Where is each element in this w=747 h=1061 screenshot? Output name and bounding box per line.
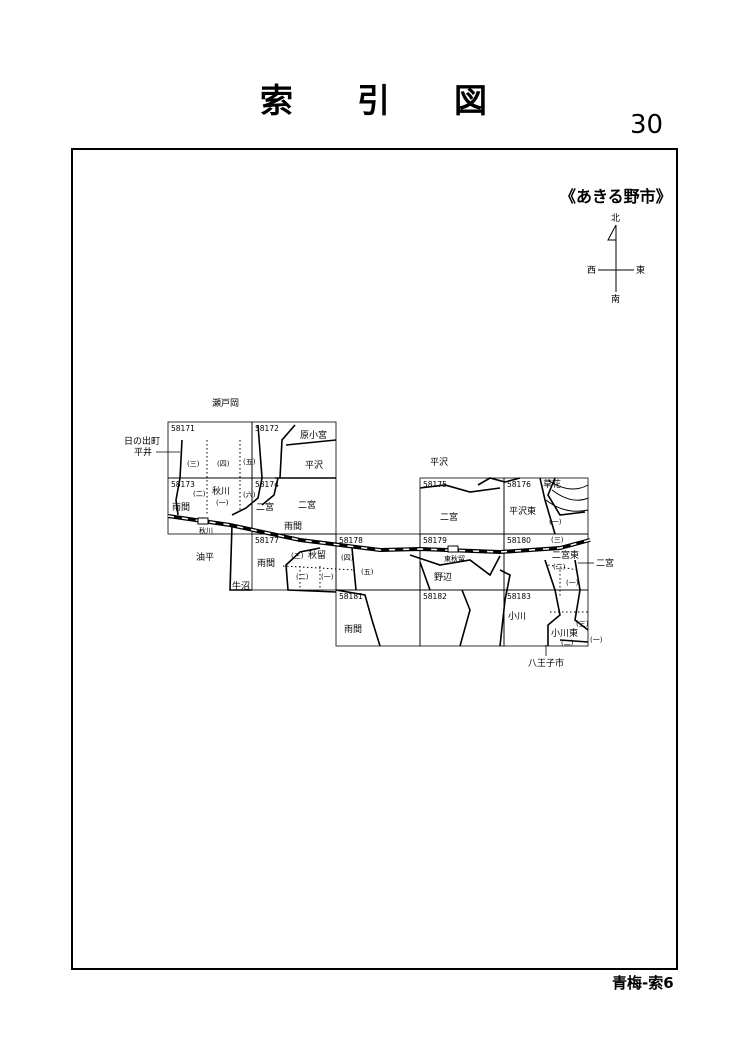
compass-south: 南: [611, 293, 620, 305]
sub-label: (六): [243, 490, 256, 499]
area-label: 秋川: [212, 485, 230, 497]
area-label: 野辺: [434, 572, 452, 583]
sub-label: (一): [549, 518, 562, 526]
sub-label: (二): [193, 490, 206, 498]
sub-label: (三): [576, 620, 589, 628]
area-label: 雨間: [257, 558, 275, 569]
page-title: 索引図: [260, 81, 551, 120]
sheet-number: 58183: [507, 592, 531, 601]
area-label: 雨間: [172, 502, 190, 513]
sub-label: (三): [551, 536, 564, 544]
sub-label: (二): [296, 573, 309, 581]
sub-label: (二): [553, 563, 566, 571]
place-label: 八王子市: [528, 657, 564, 669]
place-label: 瀬戸岡: [212, 397, 239, 409]
sub-label: (一): [566, 579, 579, 587]
area-label: 原小宮: [300, 429, 327, 441]
river: [545, 479, 589, 512]
sheet-number: 58172: [255, 424, 279, 433]
place-label: 油平: [196, 551, 214, 563]
station-label: 東秋留: [444, 554, 465, 563]
sheet-number: 58181: [339, 592, 363, 601]
compass-east: 東: [636, 264, 645, 276]
area-label: 二宮: [440, 511, 458, 523]
sub-label: (五): [361, 568, 374, 576]
place-label: 日の出町: [124, 435, 160, 447]
sheet-number: 58173: [171, 480, 195, 489]
sheet-number: 58176: [507, 480, 531, 489]
area-label: 雨間: [284, 521, 302, 532]
area-label: 二宮: [256, 501, 274, 513]
area-label: 草花: [543, 478, 561, 490]
sheet-number: 58182: [423, 592, 447, 601]
sub-label: (四): [217, 460, 230, 468]
compass-rose: [598, 224, 634, 292]
area-label: 平沢: [305, 459, 323, 471]
area-label: 平沢東: [509, 505, 536, 517]
sheet-number: 58174: [255, 480, 279, 489]
area-label: 雨間: [344, 624, 362, 635]
map-frame: [71, 148, 678, 970]
sub-label: (二): [561, 639, 574, 647]
area-label: 秋留: [308, 549, 326, 561]
river-label: 秋川: [199, 526, 213, 535]
dotted-boundaries: [182, 440, 588, 613]
railway-line: [167, 514, 591, 555]
place-label: 二宮: [596, 557, 614, 569]
compass-west: 西: [587, 265, 596, 276]
sub-label: (三): [187, 460, 200, 468]
sheet-number: 58179: [423, 536, 447, 545]
sheet-number: 58180: [507, 536, 531, 545]
sub-label: (一): [216, 499, 229, 507]
sub-label: (五): [243, 458, 256, 466]
sheet-number: 58178: [339, 536, 363, 545]
place-label: 平沢: [430, 456, 448, 468]
area-label: 二宮: [298, 499, 316, 511]
area-label: 小川東: [551, 627, 578, 639]
city-label: 《あきる野市》: [560, 187, 672, 206]
sheet-number: 58171: [171, 424, 195, 433]
boundary-lines: [175, 424, 589, 647]
sub-label: (一): [321, 573, 334, 581]
place-label: 平井: [134, 446, 152, 458]
sheet-number: 58175: [423, 480, 447, 489]
area-label: 二宮東: [552, 549, 579, 561]
sub-label: (三): [291, 552, 304, 560]
area-label: 小川: [508, 611, 526, 622]
sub-label: (一): [590, 636, 603, 644]
sub-label: (四): [341, 554, 354, 562]
footer-label: 青梅-索6: [612, 974, 674, 992]
compass-north: 北: [611, 213, 620, 224]
place-label: 牛沼: [232, 580, 250, 592]
sheet-number: 58177: [255, 536, 279, 545]
page-number: 30: [630, 110, 664, 140]
